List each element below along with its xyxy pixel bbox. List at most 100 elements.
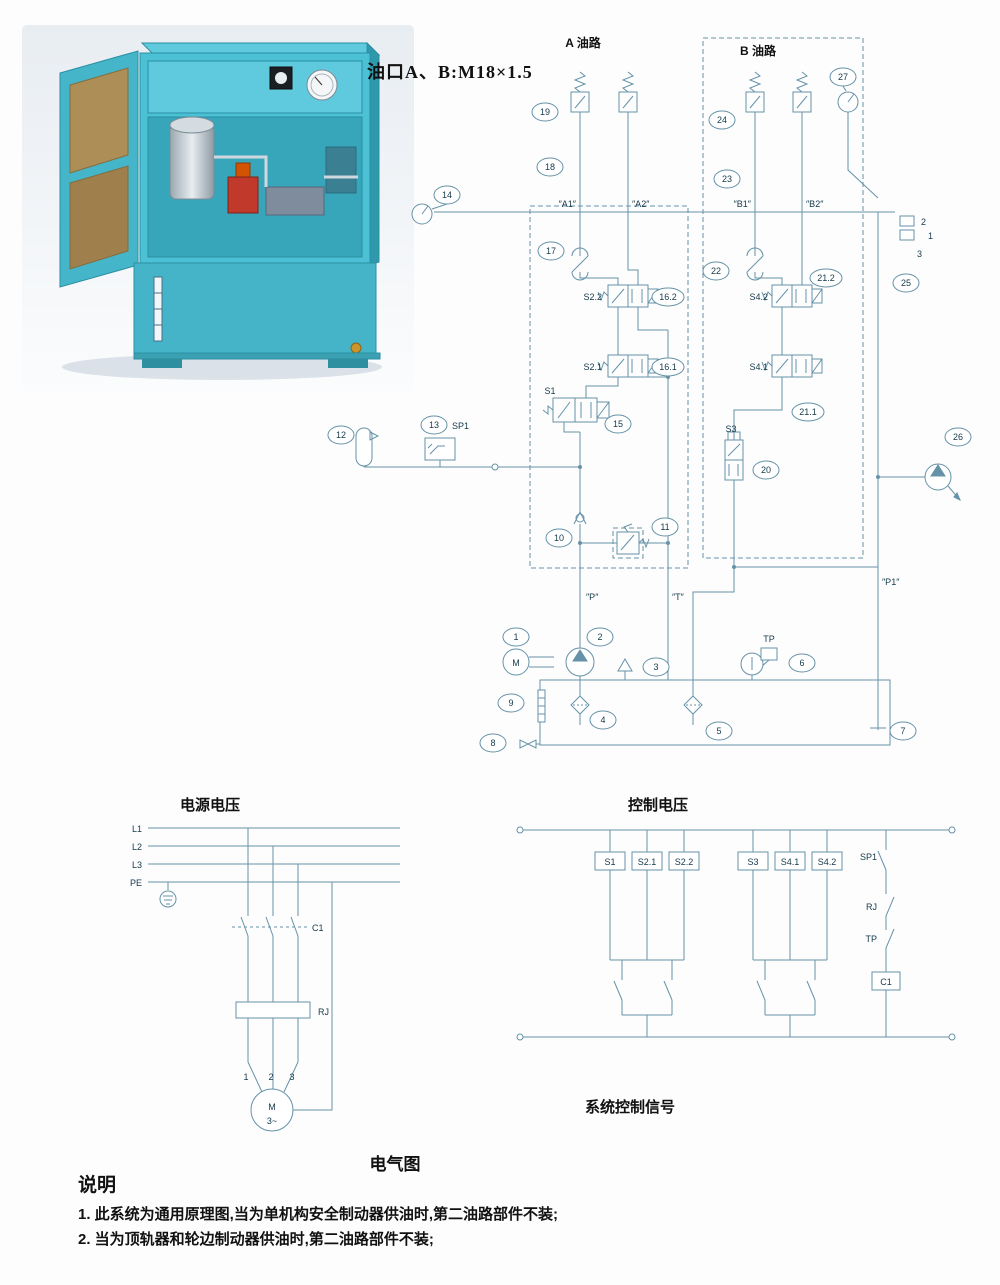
balloon-3: 3 bbox=[642, 657, 670, 677]
coil-box-s3 bbox=[737, 851, 769, 871]
junction-dot bbox=[578, 465, 582, 469]
port-t: ″T″ bbox=[672, 592, 685, 602]
balloon-label: 7 bbox=[900, 726, 905, 736]
manifold bbox=[214, 146, 358, 216]
thermal-relay-box bbox=[235, 1001, 311, 1019]
coil-label-s3: S3 bbox=[747, 857, 758, 867]
label-motor-m: M bbox=[512, 658, 520, 668]
junction-num-3: 3 bbox=[917, 249, 922, 259]
circuit-a-box bbox=[529, 205, 689, 569]
port-a2: ″A2″ bbox=[632, 199, 650, 209]
oil-tank bbox=[133, 262, 377, 356]
balloon-27: 27 bbox=[829, 67, 857, 87]
solenoid-valve-s2_1 bbox=[597, 354, 659, 378]
label-s4_1: S4.1 bbox=[749, 362, 768, 372]
cabinet bbox=[59, 41, 381, 368]
circuit-b-title: B 油路 bbox=[740, 43, 777, 58]
balloon-label: 21.1 bbox=[799, 407, 817, 417]
balloon-label: 12 bbox=[336, 430, 346, 440]
motor-symbol bbox=[250, 1088, 294, 1132]
balloon-16-2: 16.2 bbox=[651, 287, 685, 307]
notes-title: 说明 bbox=[78, 1175, 117, 1196]
terminal-circle bbox=[948, 826, 956, 834]
base-rail bbox=[133, 352, 381, 360]
junction-block bbox=[899, 215, 915, 241]
filter-5 bbox=[683, 695, 703, 715]
balloon-8: 8 bbox=[479, 733, 507, 753]
note-item-1: 1. 此系统为通用原理图,当为单机构安全制动器供油时,第二油路部件不装; bbox=[78, 1206, 559, 1223]
coil-box-s4-1 bbox=[774, 851, 806, 871]
coil-label-s4-1: S4.1 bbox=[781, 857, 800, 867]
balloon-12: 12 bbox=[327, 425, 355, 445]
junction-dot bbox=[876, 475, 880, 479]
port-b1: ″B1″ bbox=[734, 199, 752, 209]
page-title: 油口A、B:M18×1.5 bbox=[367, 62, 533, 82]
balloon-21-2: 21.2 bbox=[809, 268, 843, 288]
balloon-label: 4 bbox=[600, 715, 605, 725]
coil-label-s4-2: S4.2 bbox=[818, 857, 837, 867]
breather-3 bbox=[617, 658, 633, 672]
label-s3: S3 bbox=[725, 424, 736, 434]
solenoid-valve-s4_2 bbox=[761, 284, 823, 308]
pipes bbox=[364, 85, 925, 745]
phase-l1: L1 bbox=[132, 824, 142, 834]
contact-label-rj: RJ bbox=[866, 902, 877, 912]
balloon-15: 15 bbox=[604, 414, 632, 434]
balloon-label: 9 bbox=[508, 698, 513, 708]
label-s1: S1 bbox=[544, 386, 555, 396]
pump-26 bbox=[924, 463, 961, 502]
balloon-21-1: 21.1 bbox=[791, 402, 825, 422]
relief-valve-a2 bbox=[618, 71, 638, 113]
solenoid-valve-s3 bbox=[724, 431, 744, 481]
label-tp: TP bbox=[763, 634, 775, 644]
balloon-label: 1 bbox=[513, 632, 518, 642]
balloon-20: 20 bbox=[752, 460, 780, 480]
oil-tank-outline bbox=[519, 679, 891, 749]
signal-label: 系统控制信号 bbox=[585, 1098, 675, 1116]
balloon-label: 21.2 bbox=[817, 273, 835, 283]
coil-label-c1: C1 bbox=[880, 977, 892, 987]
control-wires bbox=[520, 829, 952, 1038]
balloon-25: 25 bbox=[892, 273, 920, 293]
balloon-label: 18 bbox=[545, 162, 555, 172]
balloon-7: 7 bbox=[889, 721, 917, 741]
balloon-label: 11 bbox=[660, 522, 669, 532]
temp-sensor-6 bbox=[740, 647, 778, 676]
ground-symbol bbox=[159, 890, 177, 908]
coil-label-s2-1: S2.1 bbox=[638, 857, 657, 867]
balloon-label: 3 bbox=[653, 662, 658, 672]
junction-num-2: 2 bbox=[921, 217, 926, 227]
relief-valve-11 bbox=[612, 523, 650, 559]
balloon-23: 23 bbox=[713, 169, 741, 189]
filter-4 bbox=[570, 695, 590, 715]
coil-box-s2-1 bbox=[631, 851, 663, 871]
terminal-2: 2 bbox=[268, 1072, 273, 1082]
accumulator-12 bbox=[355, 427, 380, 467]
coil-box-s2-2 bbox=[668, 851, 700, 871]
relief-valve-a1 bbox=[570, 71, 590, 113]
contactor-c1-label: C1 bbox=[312, 923, 324, 933]
terminal-1: 1 bbox=[243, 1072, 248, 1082]
balloon-label: 24 bbox=[717, 115, 727, 125]
port-p1: ″P1″ bbox=[882, 577, 900, 587]
motor-phase-label: 3~ bbox=[267, 1116, 277, 1126]
balloon-9: 9 bbox=[497, 693, 525, 713]
junction-num-1: 1 bbox=[928, 231, 933, 241]
phase-pe: PE bbox=[130, 878, 142, 888]
balloon-label: 22 bbox=[711, 266, 721, 276]
coil-label-s1: S1 bbox=[604, 857, 615, 867]
label-s4_2: S4.2 bbox=[749, 292, 768, 302]
terminal-circle bbox=[516, 1033, 524, 1041]
port-b2: ″B2″ bbox=[806, 199, 824, 209]
terminal-circle bbox=[948, 1033, 956, 1041]
balloon-6: 6 bbox=[788, 653, 816, 673]
pump-block bbox=[227, 162, 259, 214]
throttle-valve-17 bbox=[571, 247, 589, 281]
balloon-label: 17 bbox=[546, 246, 556, 256]
pressure-switch-sp1 bbox=[424, 437, 456, 461]
electrical-diagram: 电源电压 控制电压 L1 L2 L3 PE C1 RJ 1 2 3 bbox=[80, 790, 960, 1175]
coil-box-c1 bbox=[871, 971, 901, 991]
phase-l2: L2 bbox=[132, 842, 142, 852]
circuit-a-title: A 油路 bbox=[565, 35, 602, 50]
